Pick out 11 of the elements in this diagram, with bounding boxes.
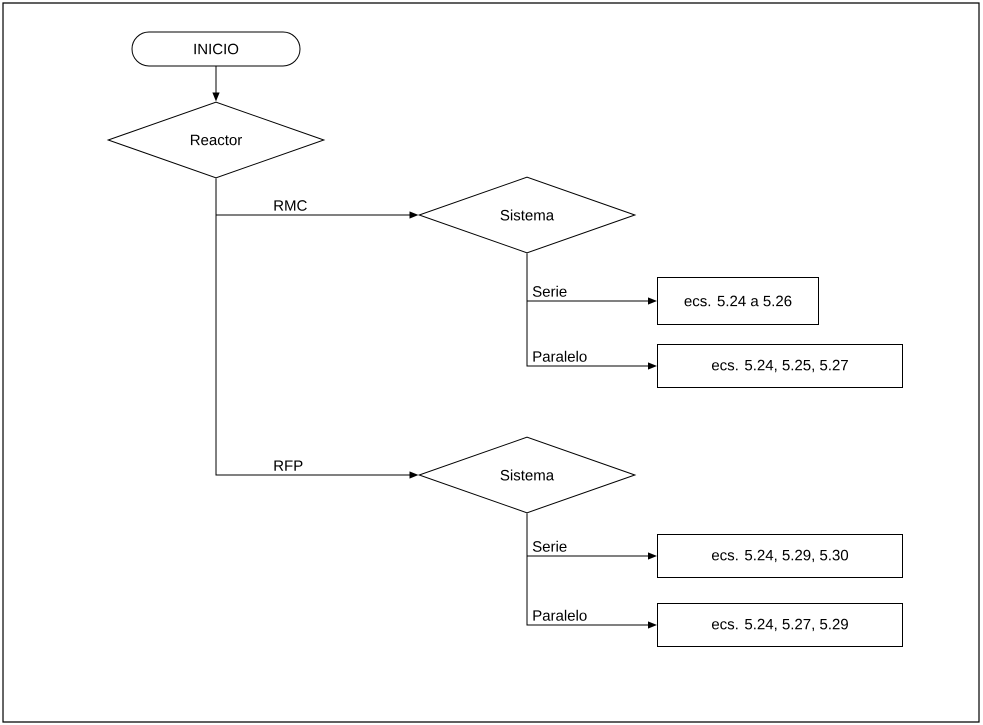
edge-label: Serie (531, 284, 568, 298)
edge-label: Serie (531, 540, 568, 553)
start-terminal: INICIO (132, 32, 300, 66)
edge-label: RMC (272, 199, 308, 212)
edge-label: Paralelo (531, 608, 588, 622)
edge-label: RFP (272, 459, 304, 472)
process-box: ecs. 5.24 a 5.26 (657, 277, 819, 325)
process-box: ecs. 5.24, 5.25, 5.27 (657, 344, 903, 388)
process-box: ecs. 5.24, 5.27, 5.29 (657, 603, 903, 647)
edge-label: Paralelo (531, 350, 588, 363)
process-box: ecs. 5.24, 5.29, 5.30 (657, 534, 903, 578)
